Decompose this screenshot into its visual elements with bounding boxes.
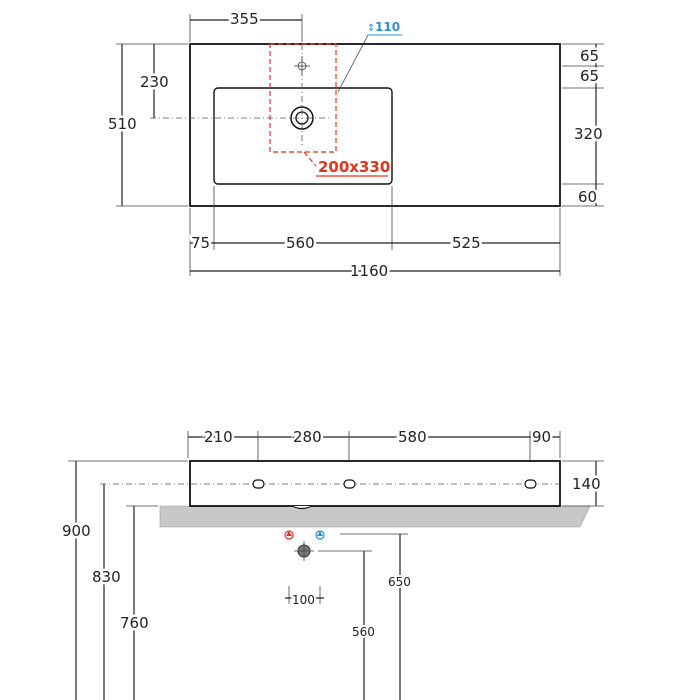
- dim-right-top-1: 65: [580, 47, 599, 65]
- dim-height-low: 760: [120, 614, 149, 632]
- dim-total-depth: 510: [108, 115, 137, 133]
- fixing-slot: [252, 479, 265, 489]
- dim-right-top-2: 65: [580, 67, 599, 85]
- dim-bowl-to-drain: 230: [140, 73, 169, 91]
- dim-seg-4: 90: [532, 428, 551, 446]
- tap-hole-dim: 110: [375, 20, 400, 34]
- dim-seg-1: 210: [204, 428, 233, 446]
- dim-seg-2: 280: [293, 428, 322, 446]
- front-view: 210 280 580 90 140 900 830 760: [60, 426, 604, 700]
- dim-bottom-mid: 560: [286, 234, 315, 252]
- cutout-label: 200x330: [318, 158, 390, 176]
- dim-right-mid: 320: [574, 125, 603, 143]
- drain-outlet: [291, 505, 313, 510]
- hot-supply-icon: [284, 530, 294, 540]
- fixing-slot: [343, 479, 356, 489]
- tap-hole-arrow-icon: ⇕: [367, 23, 375, 34]
- basin-front-outline: [189, 460, 561, 507]
- cutout-zone: [269, 43, 337, 153]
- dim-height-mid: 830: [92, 568, 121, 586]
- dim-drain-height: 560: [352, 625, 375, 639]
- dim-total-width: 1160: [350, 262, 388, 280]
- dim-height-total: 900: [62, 522, 91, 540]
- cold-supply-icon: [315, 530, 325, 540]
- dim-tap-offset: 355: [230, 10, 259, 28]
- waste-outlet-icon: [294, 541, 314, 561]
- plan-view: 200x330 ⇕ 110 355 510 230 65 65 320 60: [106, 8, 606, 283]
- dim-bottom-left: 75: [191, 234, 210, 252]
- dim-supply-spacing: 100: [292, 593, 315, 607]
- wall-surface: [159, 505, 591, 528]
- dim-right-bottom: 60: [578, 188, 597, 206]
- dim-thickness: 140: [572, 475, 601, 493]
- dim-bottom-right: 525: [452, 234, 481, 252]
- bowl-outline: [213, 87, 393, 185]
- dim-seg-3: 580: [398, 428, 427, 446]
- fixing-slot: [524, 479, 537, 489]
- dim-supply-height: 650: [388, 575, 411, 589]
